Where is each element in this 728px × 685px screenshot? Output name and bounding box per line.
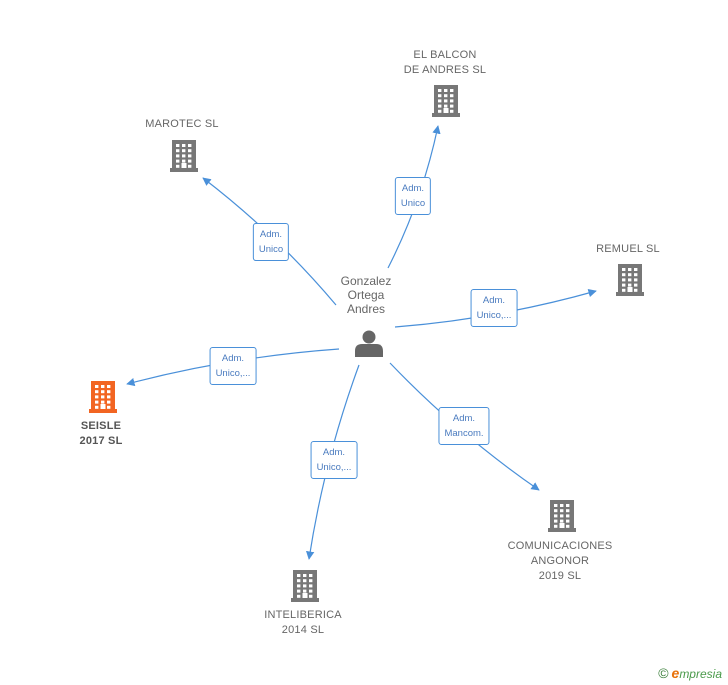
- relation-label-comunicaciones[interactable]: Adm. Mancom.: [438, 407, 490, 445]
- relation-label-line: Unico: [400, 198, 426, 209]
- company-label-comunicaciones[interactable]: COMUNICACIONES ANGONOR 2019 SL: [508, 539, 613, 584]
- person-name-line: Andres: [346, 302, 386, 316]
- relation-label-line: Adm.: [322, 447, 346, 458]
- copyright-symbol: ©: [658, 665, 669, 681]
- relation-label-remuel[interactable]: Adm. Unico,...: [470, 289, 518, 327]
- person-name-line: Ortega: [347, 288, 385, 302]
- building-icon[interactable]: [548, 500, 576, 532]
- building-icon[interactable]: [89, 381, 117, 413]
- company-label-line: 2014 SL: [281, 624, 325, 636]
- relation-label-seisle[interactable]: Adm. Unico,...: [209, 347, 257, 385]
- company-label-line: SEISLE: [80, 420, 122, 432]
- company-label-inteliberica[interactable]: INTELIBERICA 2014 SL: [264, 608, 342, 638]
- relation-label-line: Adm.: [401, 183, 425, 194]
- relation-label-line: Unico,...: [316, 462, 352, 473]
- relation-label-line: Adm.: [482, 295, 506, 306]
- company-label-line: COMUNICACIONES: [507, 540, 613, 552]
- company-label-remuel[interactable]: REMUEL SL: [596, 242, 660, 257]
- brand-initial: e: [671, 665, 680, 681]
- company-label-line: MAROTEC SL: [145, 118, 219, 130]
- company-label-line: INTELIBERICA: [264, 609, 342, 621]
- relation-label-el-balcon[interactable]: Adm. Unico: [394, 177, 432, 215]
- company-label-line: EL BALCON: [413, 49, 477, 61]
- building-icon[interactable]: [432, 85, 460, 117]
- person-name-line: Gonzalez: [340, 274, 392, 288]
- brand-watermark: ©empresia: [658, 665, 722, 681]
- building-icon[interactable]: [291, 570, 319, 602]
- building-icon[interactable]: [616, 264, 644, 296]
- relation-label-marotec[interactable]: Adm. Unico: [252, 223, 290, 261]
- edges-layer: [126, 125, 597, 560]
- relation-label-line: Unico: [258, 244, 284, 255]
- company-label-seisle[interactable]: SEISLE 2017 SL: [80, 419, 123, 449]
- company-label-line: 2017 SL: [79, 435, 123, 447]
- company-label-marotec[interactable]: MAROTEC SL: [145, 117, 219, 132]
- icons-layer: [89, 85, 644, 602]
- person-icon[interactable]: [355, 330, 383, 358]
- relation-label-line: Adm.: [452, 413, 476, 424]
- building-icon[interactable]: [170, 140, 198, 172]
- company-label-line: DE ANDRES SL: [403, 64, 487, 76]
- company-label-line: 2019 SL: [538, 570, 582, 582]
- company-label-line: ANGONOR: [530, 555, 590, 567]
- company-label-line: REMUEL SL: [596, 243, 660, 255]
- relation-label-line: Adm.: [259, 229, 283, 240]
- relation-label-line: Mancom.: [444, 428, 484, 439]
- relation-label-line: Adm.: [221, 353, 245, 364]
- company-label-el-balcon[interactable]: EL BALCON DE ANDRES SL: [404, 48, 486, 78]
- relation-label-line: Unico,...: [476, 310, 512, 321]
- brand-name: mpresia: [679, 667, 722, 681]
- relation-label-inteliberica[interactable]: Adm. Unico,...: [310, 441, 358, 479]
- relation-label-line: Unico,...: [215, 368, 251, 379]
